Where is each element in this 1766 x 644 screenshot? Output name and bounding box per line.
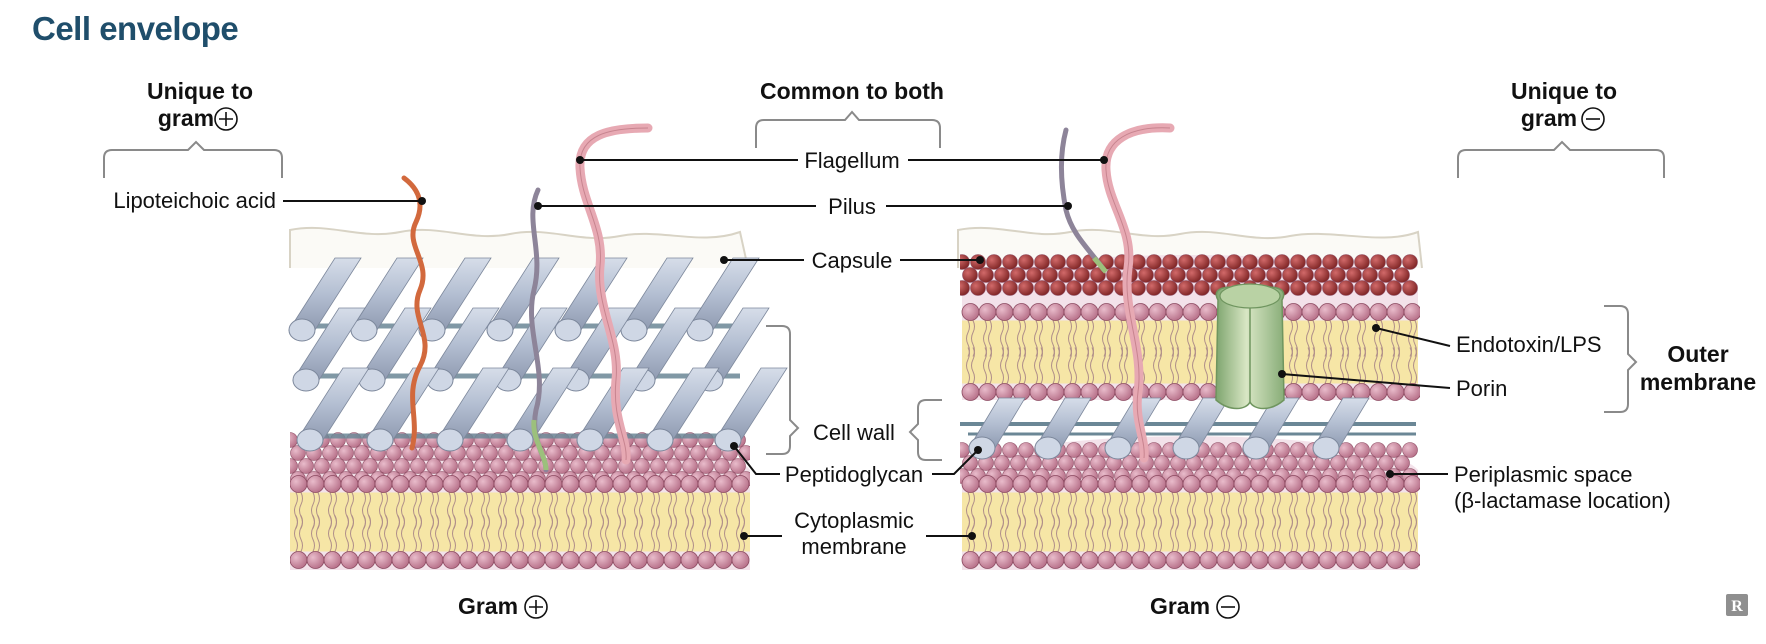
- brace-unique-negative: [1457, 140, 1665, 178]
- cytoplasmic-membrane-negative: [960, 436, 1420, 570]
- pilus-negative: [1058, 127, 1107, 273]
- circled-plus-icon: [214, 107, 238, 131]
- peptidoglycan-thin-layer: [960, 397, 1416, 460]
- svg-text:R: R: [1731, 598, 1743, 615]
- leader-porin: [1281, 373, 1451, 389]
- header-unique-negative-line1: Unique to: [1511, 78, 1617, 104]
- label-porin: Porin: [1456, 376, 1507, 401]
- leader-peptidoglycan-left: [733, 445, 780, 475]
- header-common: Common to both: [760, 78, 944, 104]
- circled-minus-icon: [1581, 107, 1605, 131]
- footer-gram-negative: Gram: [1150, 593, 1210, 619]
- page-title: Cell envelope: [32, 10, 239, 47]
- label-cytoplasmic-line1: Cytoplasmic: [794, 508, 914, 533]
- lipoteichoic-acid: [401, 175, 428, 451]
- header-unique-negative-line2: gram: [1521, 105, 1577, 131]
- brace-common: [755, 110, 941, 148]
- leader-peptidoglycan-right: [932, 449, 979, 475]
- header-unique-positive-line2: gram: [158, 105, 214, 131]
- brace-cell-wall-negative: [908, 399, 942, 461]
- label-peptidoglycan: Peptidoglycan: [785, 462, 923, 487]
- label-outer-membrane-line1: Outer: [1667, 341, 1728, 367]
- brace-outer-membrane: [1604, 305, 1638, 413]
- footer-gram-positive: Gram: [458, 593, 518, 619]
- circled-minus-icon: [1216, 595, 1240, 619]
- circled-plus-icon: [524, 595, 548, 619]
- brace-cell-wall-positive: [766, 325, 800, 455]
- label-periplasmic-line2: (β-lactamase location): [1454, 488, 1671, 513]
- label-outer-membrane-line2: membrane: [1640, 369, 1756, 395]
- peptidoglycan-thick-layer: [288, 257, 788, 452]
- label-lipoteichoic-acid: Lipoteichoic acid: [113, 188, 276, 213]
- brace-unique-positive: [103, 140, 283, 178]
- leader-endotoxin: [1375, 327, 1451, 347]
- label-capsule: Capsule: [812, 248, 893, 273]
- gram-negative-envelope: [957, 123, 1423, 570]
- header-unique-positive-line1: Unique to: [147, 78, 253, 104]
- gram-positive-envelope: [288, 123, 788, 570]
- label-pilus: Pilus: [828, 194, 876, 219]
- label-endotoxin-lps: Endotoxin/LPS: [1456, 332, 1602, 357]
- outer-membrane: [960, 254, 1420, 401]
- porin-protein: [1215, 283, 1285, 410]
- rx-logo: R: [1726, 594, 1748, 616]
- label-cytoplasmic-line2: membrane: [801, 534, 906, 559]
- label-cell-wall: Cell wall: [813, 420, 895, 445]
- label-periplasmic-line1: Periplasmic space: [1454, 462, 1633, 487]
- label-flagellum: Flagellum: [804, 148, 899, 173]
- cytoplasmic-membrane-positive: [290, 432, 750, 570]
